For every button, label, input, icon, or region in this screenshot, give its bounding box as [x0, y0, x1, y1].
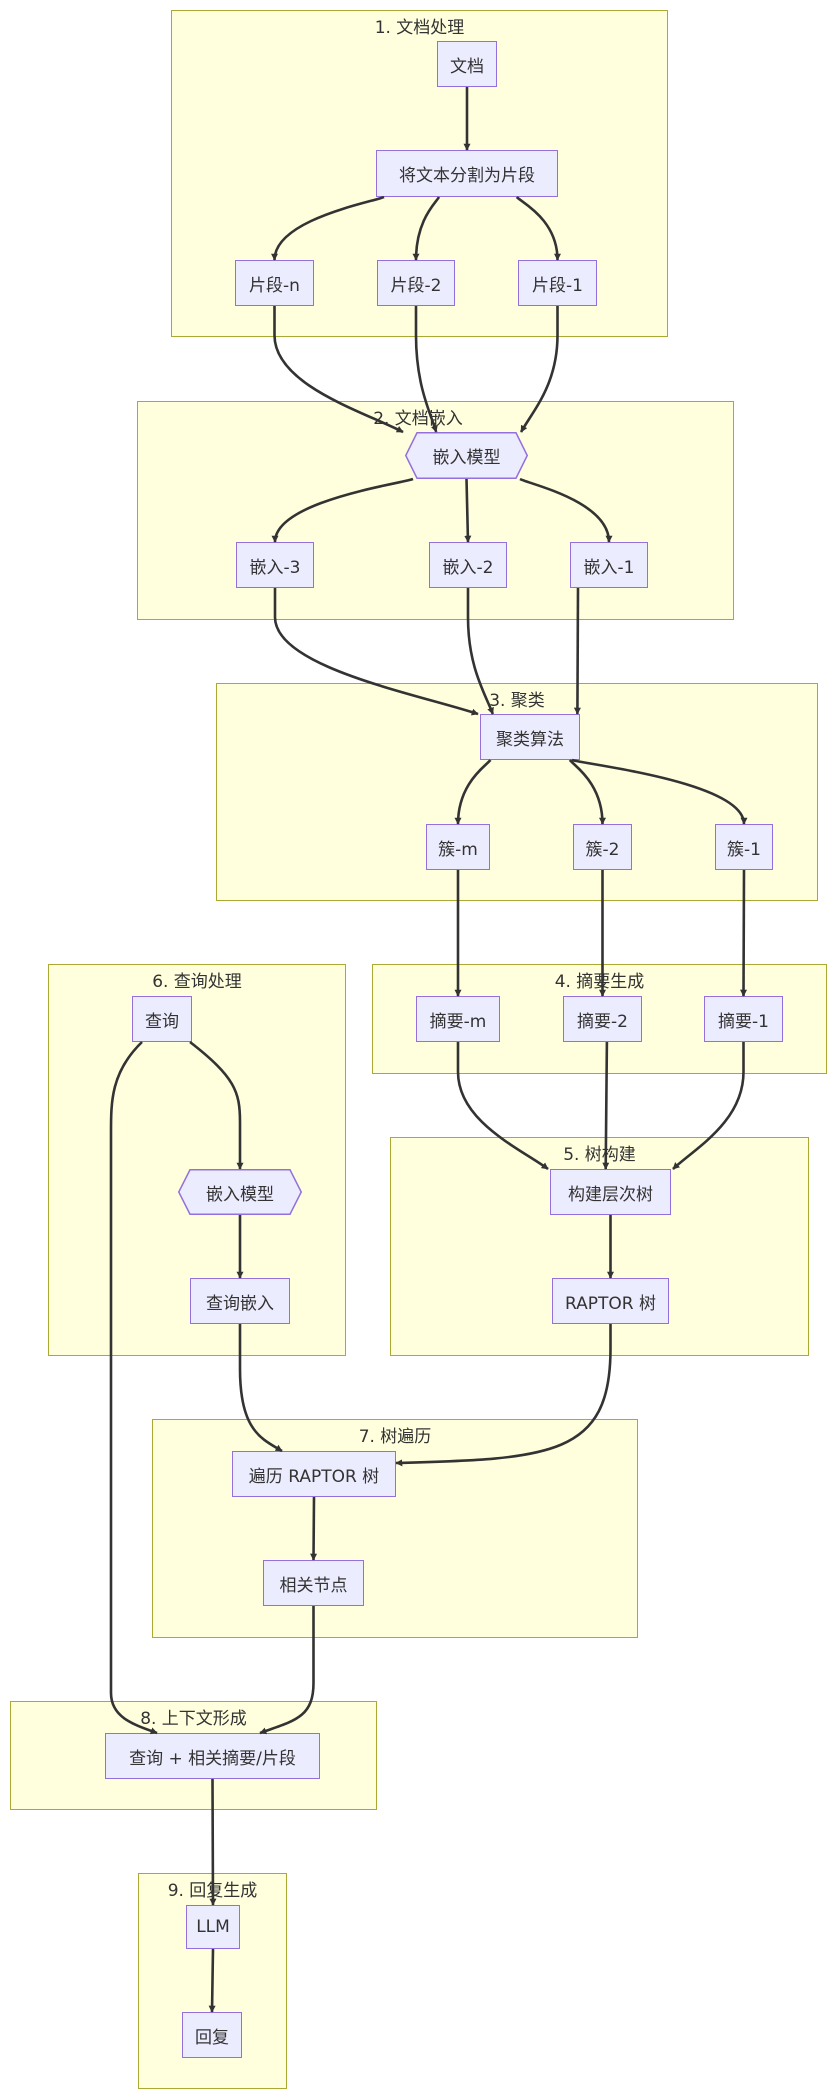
node-query-plus-context[interactable]: 查询 + 相关摘要/片段: [105, 1733, 320, 1779]
node-label: 遍历 RAPTOR 树: [248, 1466, 380, 1487]
node-build-hierarchical-tree[interactable]: 构建层次树: [550, 1169, 671, 1215]
cluster-title: 5. 树构建: [563, 1145, 636, 1165]
cluster-title: 8. 上下文形成: [140, 1709, 247, 1729]
node-label: 嵌入模型: [206, 1184, 274, 1205]
cluster-title: 9. 回复生成: [167, 1881, 258, 1901]
hexagon-shape: [404, 432, 529, 479]
node-label: 将文本分割为片段: [399, 166, 535, 186]
node-label: 查询嵌入: [206, 1293, 274, 1314]
node-traverse-raptor-tree[interactable]: 遍历 RAPTOR 树: [232, 1451, 396, 1497]
node-raptor-tree[interactable]: RAPTOR 树: [552, 1278, 669, 1324]
node-llm[interactable]: LLM: [186, 1905, 240, 1949]
node-chunk-1[interactable]: 片段-1: [518, 260, 597, 306]
node-query[interactable]: 查询: [132, 996, 192, 1042]
cluster-title: 1. 文档处理: [374, 18, 465, 38]
node-chunk-n[interactable]: 片段-n: [235, 260, 314, 306]
cluster-title: 6. 查询处理: [152, 972, 242, 992]
node-summary-1[interactable]: 摘要-1: [704, 996, 783, 1042]
node-document[interactable]: 文档: [437, 41, 497, 87]
node-cluster-1[interactable]: 簇-1: [715, 824, 773, 870]
node-label: 片段-2: [390, 275, 442, 296]
node-label: 查询: [145, 1011, 179, 1032]
node-embedding-2[interactable]: 嵌入-2: [429, 542, 507, 588]
node-embedding-3[interactable]: 嵌入-3: [236, 542, 314, 588]
node-split-text[interactable]: 将文本分割为片段: [376, 150, 558, 197]
hexagon-shape: [177, 1169, 303, 1215]
cluster-title: 7. 树遍历: [358, 1427, 432, 1447]
node-reply[interactable]: 回复: [182, 2012, 242, 2058]
node-label: 摘要-1: [718, 1011, 769, 1032]
node-label: 聚类算法: [496, 729, 564, 750]
node-label: 簇-1: [727, 839, 761, 860]
cluster-title: 4. 摘要生成: [554, 972, 645, 992]
node-query-embedding[interactable]: 查询嵌入: [190, 1278, 290, 1324]
node-summary-m[interactable]: 摘要-m: [416, 996, 500, 1042]
node-label: 查询 + 相关摘要/片段: [129, 1748, 296, 1769]
node-label: 文档: [450, 56, 484, 77]
node-label: 片段-n: [249, 275, 300, 296]
node-embedding-model[interactable]: 嵌入模型: [404, 432, 529, 479]
node-label: 相关节点: [279, 1575, 348, 1596]
node-embedding-1[interactable]: 嵌入-1: [570, 542, 648, 588]
node-cluster-m[interactable]: 簇-m: [426, 824, 490, 870]
node-summary-2[interactable]: 摘要-2: [563, 996, 642, 1042]
node-label: 回复: [195, 2027, 229, 2048]
node-label: 嵌入模型: [432, 448, 501, 468]
node-label: 摘要-2: [577, 1011, 628, 1032]
node-label: 构建层次树: [568, 1184, 653, 1205]
node-query-embedding-model[interactable]: 嵌入模型: [177, 1169, 303, 1215]
node-clustering-algorithm[interactable]: 聚类算法: [480, 714, 580, 760]
node-label: 片段-1: [532, 275, 583, 296]
node-label: 嵌入-1: [583, 557, 635, 578]
node-chunk-2[interactable]: 片段-2: [377, 260, 455, 306]
node-label: 簇-m: [438, 839, 478, 860]
node-label: 嵌入-2: [442, 557, 494, 578]
node-cluster-2[interactable]: 簇-2: [573, 824, 632, 870]
cluster-title: 2. 文档嵌入: [373, 409, 463, 429]
node-relevant-nodes[interactable]: 相关节点: [263, 1560, 364, 1606]
node-label: RAPTOR 树: [565, 1293, 656, 1314]
node-label: 嵌入-3: [249, 557, 301, 578]
node-label: LLM: [196, 1917, 230, 1937]
cluster-title: 3. 聚类: [489, 691, 545, 711]
node-label: 簇-2: [585, 839, 620, 860]
node-label: 摘要-m: [429, 1011, 487, 1032]
